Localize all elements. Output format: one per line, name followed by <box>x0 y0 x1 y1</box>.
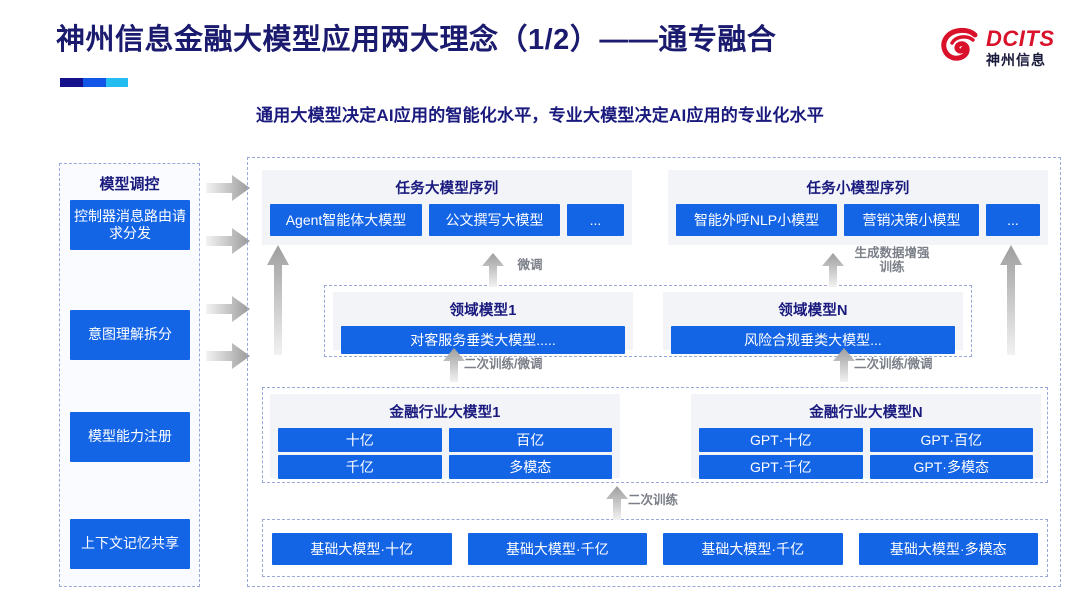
flow-arrow-up-far-right <box>1000 245 1022 355</box>
chip-multimodal[interactable]: 多模态 <box>448 455 612 479</box>
chip-agent-model[interactable]: Agent智能体大模型 <box>270 204 422 236</box>
accent-bar <box>60 78 128 87</box>
dcits-swirl-icon <box>941 28 978 61</box>
model-stack-frame: 任务大模型序列 Agent智能体大模型 公文撰写大模型 ... 任务小模型序列 … <box>247 157 1061 587</box>
base-model-row: 基础大模型·十亿 基础大模型·千亿 基础大模型·千亿 基础大模型·多模态 <box>263 520 1047 578</box>
flow-label-fine-tune: 微调 <box>517 258 543 272</box>
flow-arrow-right-3 <box>206 296 250 322</box>
page-title: 神州信息金融大模型应用两大理念（1/2）——通专融合 <box>56 24 777 56</box>
industry-model-1-panel: 金融行业大模型1 十亿 百亿 千亿 多模态 <box>270 394 620 479</box>
flow-arrow-right-4 <box>206 343 250 369</box>
domain-model-1-title: 领域模型1 <box>449 303 517 319</box>
industry-model-container: 金融行业大模型1 十亿 百亿 千亿 多模态 金融行业大模型N GPT·十亿 GP… <box>262 387 1048 483</box>
industry-model-n-panel: 金融行业大模型N GPT·十亿 GPT·百亿 GPT·千亿 GPT·多模态 <box>691 394 1041 479</box>
control-item-register[interactable]: 模型能力注册 <box>70 412 190 462</box>
flow-arrow-up-far-left <box>267 245 289 355</box>
task-large-model-panel: 任务大模型序列 Agent智能体大模型 公文撰写大模型 ... <box>262 170 632 245</box>
flow-label-retrain: 二次训练 <box>628 493 679 507</box>
flow-arrow-right-1 <box>206 175 250 201</box>
flow-arrow-up-retrain-left <box>443 348 465 382</box>
logo-text-en: DCITS <box>986 25 1055 51</box>
chip-gpt-hundred-billion[interactable]: GPT·千亿 <box>699 455 863 479</box>
base-model-container: 基础大模型·十亿 基础大模型·千亿 基础大模型·千亿 基础大模型·多模态 <box>262 519 1048 577</box>
flow-arrow-right-2 <box>206 228 250 254</box>
model-control-title: 模型调控 <box>99 176 160 193</box>
chip-marketing[interactable]: 营销决策小模型 <box>844 204 979 236</box>
chip-base-multimodal[interactable]: 基础大模型·多模态 <box>858 533 1038 565</box>
chip-small-more[interactable]: ... <box>986 204 1040 236</box>
domain-model-n-row: 风险合规垂类大模型... <box>663 320 963 362</box>
accent-segment-3 <box>105 78 128 87</box>
chip-nlp-outbound[interactable]: 智能外呼NLP小模型 <box>676 204 837 236</box>
domain-model-n-title: 领域模型N <box>778 303 848 319</box>
chip-task-more[interactable]: ... <box>567 204 624 236</box>
flow-arrow-up-retrain-right <box>833 348 855 382</box>
chip-base-billion[interactable]: 基础大模型·十亿 <box>272 533 452 565</box>
industry-model-1-title: 金融行业大模型1 <box>389 405 501 421</box>
industry-model-1-row-1: 十亿 百亿 <box>270 422 620 455</box>
chip-customer-service-model[interactable]: 对客服务垂类大模型..... <box>341 326 625 354</box>
page-subtitle: 通用大模型决定AI应用的智能化水平，专业大模型决定AI应用的专业化水平 <box>256 106 824 125</box>
task-large-model-title: 任务大模型序列 <box>395 181 499 197</box>
flow-arrow-up-fine-tune <box>482 253 504 287</box>
chip-base-trillion[interactable]: 基础大模型·千亿 <box>663 533 843 565</box>
chip-doc-model[interactable]: 公文撰写大模型 <box>429 204 560 236</box>
chip-gpt-ten-billion[interactable]: GPT·百亿 <box>869 428 1033 452</box>
domain-model-n-panel: 领域模型N 风险合规垂类大模型... <box>663 292 963 354</box>
flow-label-retrain-tune-left: 二次训练/微调 <box>464 357 543 371</box>
industry-model-n-row-1: GPT·十亿 GPT·百亿 <box>691 422 1041 455</box>
control-item-context[interactable]: 上下文记忆共享 <box>70 519 190 569</box>
control-item-router[interactable]: 控制器消息路由请求分发 <box>70 200 190 250</box>
chip-gpt-billion[interactable]: GPT·十亿 <box>699 428 863 452</box>
chip-base-hundred-billion[interactable]: 基础大模型·千亿 <box>467 533 647 565</box>
accent-segment-2 <box>83 78 106 87</box>
industry-model-n-row-2: GPT·千亿 GPT·多模态 <box>691 455 1041 487</box>
chip-billion[interactable]: 十亿 <box>278 428 442 452</box>
domain-model-container: 领域模型1 对客服务垂类大模型..... 领域模型N 风险合规垂类大模型... <box>324 285 972 357</box>
logo-text-cn: 神州信息 <box>986 51 1046 68</box>
task-small-model-panel: 任务小模型序列 智能外呼NLP小模型 营销决策小模型 ... <box>668 170 1048 245</box>
task-small-model-row: 智能外呼NLP小模型 营销决策小模型 ... <box>668 198 1048 244</box>
task-small-model-title: 任务小模型序列 <box>806 181 910 197</box>
task-large-model-row: Agent智能体大模型 公文撰写大模型 ... <box>262 198 632 244</box>
flow-label-retrain-tune-right: 二次训练/微调 <box>854 357 933 371</box>
industry-model-n-title: 金融行业大模型N <box>809 405 923 421</box>
domain-model-1-panel: 领域模型1 对客服务垂类大模型..... <box>333 292 633 354</box>
accent-segment-1 <box>60 78 84 87</box>
control-item-intent[interactable]: 意图理解拆分 <box>70 310 190 360</box>
industry-model-1-row-2: 千亿 多模态 <box>270 455 620 487</box>
chip-ten-billion[interactable]: 百亿 <box>448 428 612 452</box>
flow-label-data-augment: 生成数据增强 训练 <box>854 246 930 275</box>
chip-gpt-multimodal[interactable]: GPT·多模态 <box>869 455 1033 479</box>
chip-hundred-billion[interactable]: 千亿 <box>278 455 442 479</box>
model-control-column: 模型调控 控制器消息路由请求分发 意图理解拆分 模型能力注册 上下文记忆共享 <box>59 163 200 587</box>
flow-arrow-up-retrain <box>606 486 628 520</box>
company-logo: DCITS 神州信息 <box>940 20 1068 74</box>
chip-risk-compliance-model[interactable]: 风险合规垂类大模型... <box>671 326 955 354</box>
domain-model-1-row: 对客服务垂类大模型..... <box>333 320 633 362</box>
flow-arrow-up-data-augment <box>822 253 844 287</box>
